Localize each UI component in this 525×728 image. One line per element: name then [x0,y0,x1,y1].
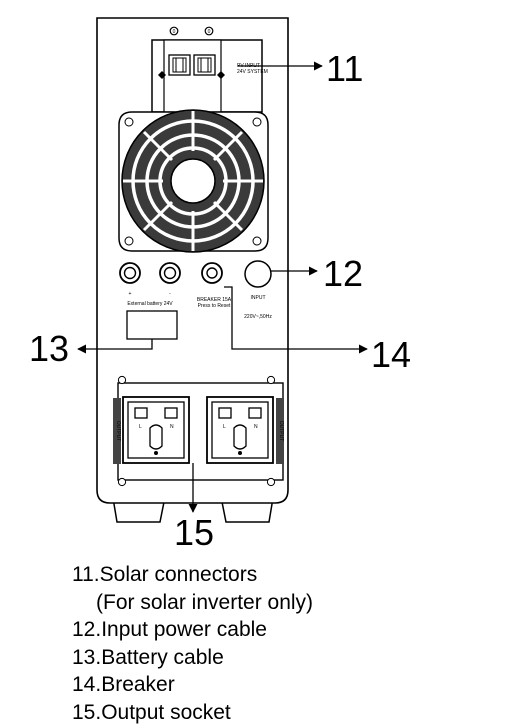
callout-legend: 11.Solar connectors (For solar inverter … [72,561,512,726]
callout-13: 13 [29,328,69,369]
input-power-inlet: INPUT 220V~,50Hz [244,260,272,320]
callout-11: 11 [326,48,363,89]
output-strip-right: OUTPUT [278,421,284,442]
leader-13 [77,339,153,354]
output-strip-left: OUTPUT [115,421,121,442]
socket-left-pin-l: L [139,424,142,430]
input-label: INPUT [251,295,266,301]
battery-label: External battery 24V [127,301,173,307]
input-rating: 220V~,50Hz [244,314,272,320]
legend-item-13: 13.Battery cable [72,645,224,669]
callout-12: 12 [323,253,363,294]
breaker-label-line1: BREAKER 15A [197,297,232,303]
callout-14: 14 [371,334,411,375]
pv-input-terminal: 0 0 PV INPUT 24V SYSTEM [151,26,268,113]
legend-item-14: 14.Breaker [72,673,175,696]
pv-mark-right: 0 [208,29,211,35]
legend-item-15: 15.Output socket [72,700,231,724]
battery-negative-mark: - [169,291,171,297]
output-socket-panel: OUTPUT OUTPUT L N L N [113,375,284,487]
leader-14 [224,286,368,354]
output-socket-left: L N [122,396,190,464]
legend-item-11: 11.Solar connectors [72,563,258,586]
socket-left-pin-n: N [170,424,174,430]
battery-positive-mark: + [129,291,132,297]
pv-mark-left: 0 [173,29,176,35]
inverter-rear-panel-diagram: 0 0 PV INPUT 24V SYSTEM [29,17,411,553]
breaker-label-line2: Press to Reset [198,303,231,309]
breaker: BREAKER 15A Press to Reset [197,262,232,309]
output-socket-right: L N [206,396,274,464]
socket-right-pin-l: L [223,424,226,430]
cooling-fan [118,109,269,253]
callout-15: 15 [174,512,214,553]
socket-right-pin-n: N [254,424,258,430]
legend-item-12: 12.Input power cable [72,618,267,641]
callout-leaders [77,61,368,513]
pv-label-line2: 24V SYSTEM [237,69,268,75]
legend-item-11-note: (For solar inverter only) [96,590,314,614]
